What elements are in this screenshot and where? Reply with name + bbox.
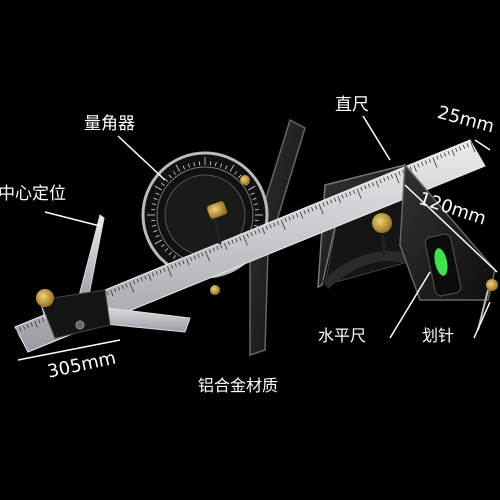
label-ruler: 直尺	[335, 95, 369, 115]
level-head	[399, 163, 498, 331]
dim-25-line	[474, 139, 491, 151]
leader-scriber	[473, 301, 491, 339]
scriber-cap	[486, 279, 498, 291]
protractor-head	[141, 118, 306, 357]
protractor-bottom-knob	[210, 285, 220, 295]
label-protractor: 量角器	[84, 114, 135, 134]
leader-ruler	[362, 115, 391, 161]
dim-305-line	[17, 339, 121, 361]
label-leaders	[17, 115, 498, 361]
protractor-lock-knob	[206, 201, 228, 245]
label-level: 水平尺	[318, 326, 367, 345]
level-bubble-vial	[434, 248, 448, 276]
center-finder-knob	[36, 289, 54, 307]
dim-120-line	[404, 184, 498, 273]
leader-level	[389, 271, 431, 339]
label-material: 铝合金材质	[198, 376, 279, 395]
leader-center-finder	[44, 211, 101, 227]
square-lock-knob	[372, 213, 392, 256]
label-scriber: 划针	[422, 326, 455, 345]
center-finder-head	[36, 214, 191, 339]
ruler-blade	[14, 139, 486, 353]
label-center-finder: 中心定位	[0, 184, 66, 204]
ruler-blade-ticks	[15, 141, 476, 340]
leader-protractor	[117, 135, 166, 181]
scriber-pin	[477, 289, 489, 331]
